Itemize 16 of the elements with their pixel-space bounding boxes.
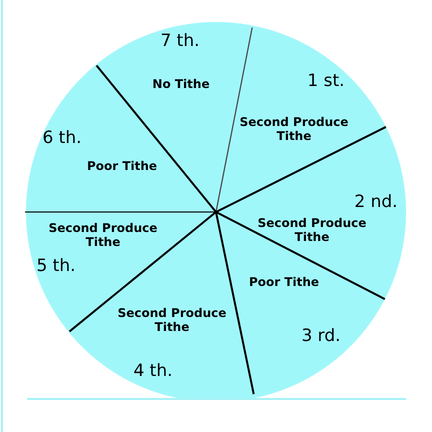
tithe-label: Poor Tithe xyxy=(248,276,320,290)
year-label: 3 rd. xyxy=(301,327,341,347)
tithe-label: No Tithe xyxy=(152,78,210,92)
pie-sector xyxy=(216,126,406,300)
pie-sector xyxy=(26,64,216,213)
tithe-label: Second Produce Tithe xyxy=(116,307,228,335)
tithe-label: Second Produce Tithe xyxy=(256,217,368,245)
tithe-label: Poor Tithe xyxy=(86,160,158,174)
tithe-label: Second Produce Tithe xyxy=(238,116,350,144)
year-label: 4 th. xyxy=(133,362,173,382)
year-label: 6 th. xyxy=(42,129,82,149)
year-label: 1 st. xyxy=(307,72,345,92)
year-label: 5 th. xyxy=(36,257,76,277)
year-label: 7 th. xyxy=(160,32,200,52)
tithe-label: Second Produce Tithe xyxy=(48,222,158,250)
year-label: 2 nd. xyxy=(354,193,398,213)
